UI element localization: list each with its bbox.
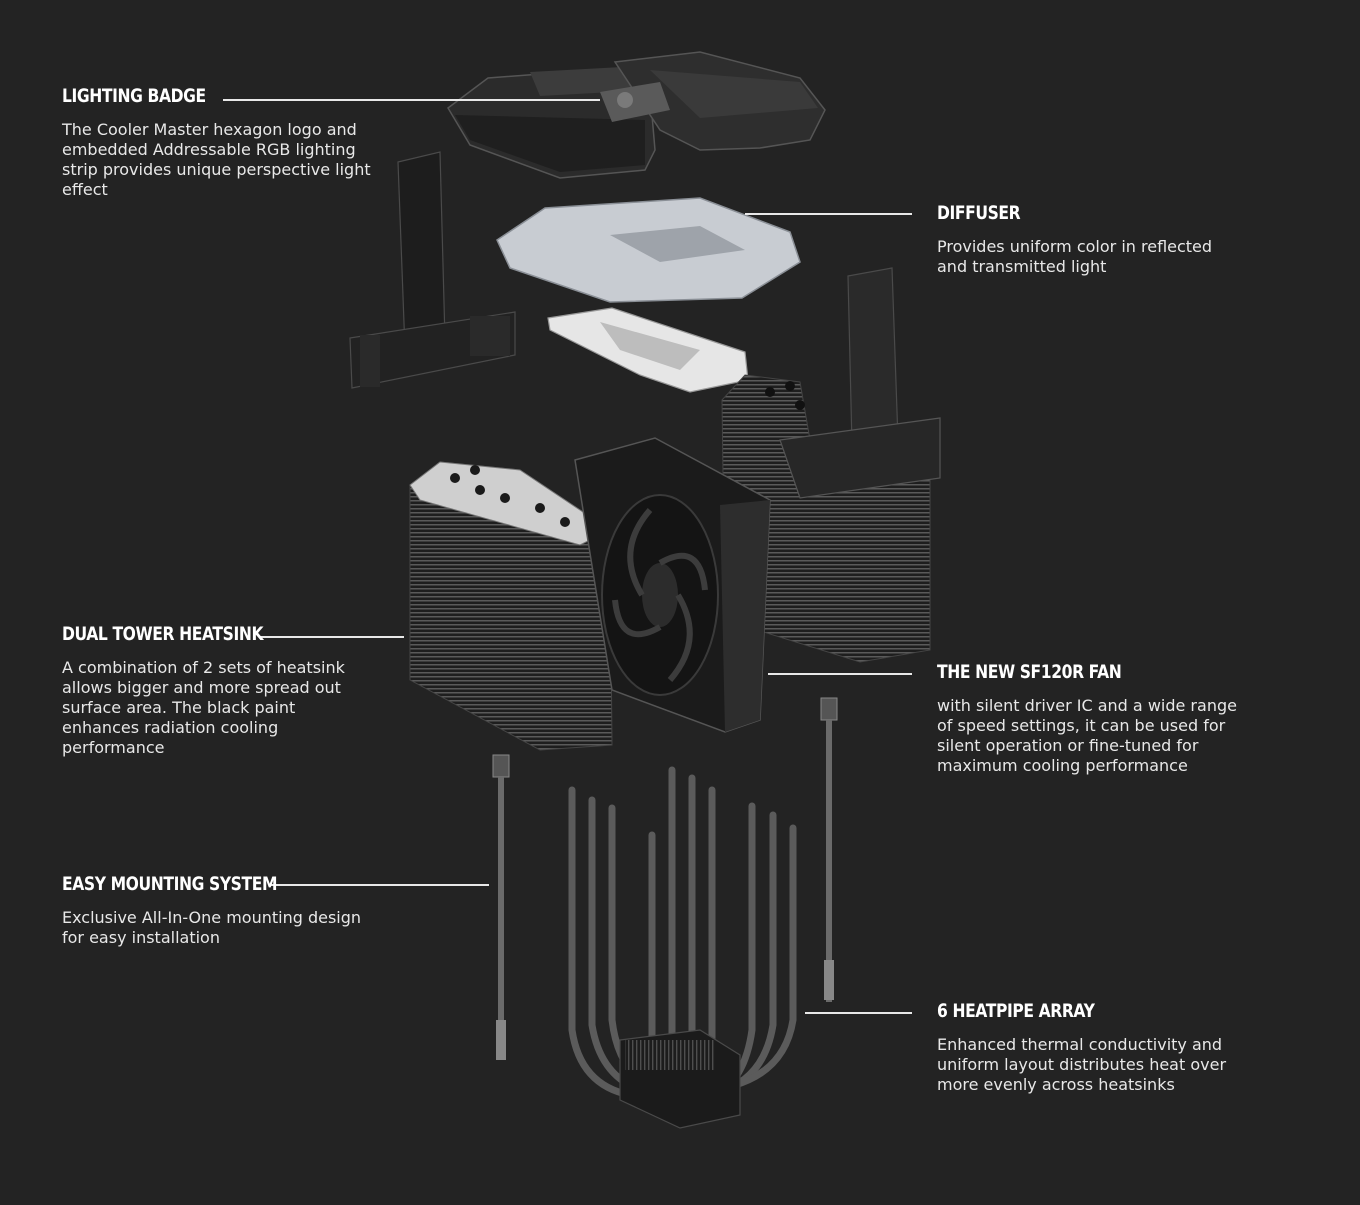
dual-tower-heatsink-title: DUAL TOWER HEATSINK <box>62 623 264 645</box>
mounting-screw-right-part <box>820 697 838 1002</box>
dual-tower-heatsink-description: A combination of 2 sets of heatsink allo… <box>62 658 345 757</box>
dual-tower-heatsink-leader-line <box>260 636 404 638</box>
rear-heatsink-part <box>721 267 941 663</box>
dual-tower-heatsink-callout: DUAL TOWER HEATSINK A combination of 2 s… <box>62 622 362 758</box>
lighting-badge-title: LIGHTING BADGE <box>62 85 206 107</box>
heatpipe-array-part <box>568 766 797 1099</box>
diffuser-title: DIFFUSER <box>937 202 1021 224</box>
easy-mounting-title: EASY MOUNTING SYSTEM <box>62 873 278 895</box>
sf120r-fan-callout: THE NEW SF120R FAN with silent driver IC… <box>937 660 1247 776</box>
diffuser-description: Provides uniform color in reflected and … <box>937 237 1213 276</box>
diffuser-leader-line <box>745 213 912 215</box>
top-cover-part <box>447 51 826 179</box>
heatpipe-array-leader-line <box>805 1012 912 1014</box>
lighting-badge-leader-line <box>223 99 600 101</box>
cold-plate-part <box>619 1029 741 1129</box>
sf120r-fan-leader-line <box>768 673 912 675</box>
easy-mounting-callout: EASY MOUNTING SYSTEM Exclusive All-In-On… <box>62 872 372 948</box>
heatpipe-array-description: Enhanced thermal conductivity and unifor… <box>937 1035 1227 1094</box>
side-bracket-part <box>349 151 516 389</box>
mounting-screw-left-part <box>492 754 510 1060</box>
easy-mounting-description: Exclusive All-In-One mounting design for… <box>62 908 362 947</box>
heatpipe-array-callout: 6 HEATPIPE ARRAY Enhanced thermal conduc… <box>937 999 1237 1095</box>
sf120r-fan-title: THE NEW SF120R FAN <box>937 661 1122 683</box>
lighting-badge-callout: LIGHTING BADGE The Cooler Master hexagon… <box>62 84 372 200</box>
front-heatsink-part <box>409 461 613 751</box>
easy-mounting-leader-line <box>271 884 489 886</box>
diffuser-part <box>496 197 801 393</box>
diffuser-callout: DIFFUSER Provides uniform color in refle… <box>937 201 1237 277</box>
lighting-badge-description: The Cooler Master hexagon logo and embed… <box>62 120 371 199</box>
sf120r-fan-part <box>574 437 771 733</box>
heatpipe-array-title: 6 HEATPIPE ARRAY <box>937 1000 1095 1022</box>
sf120r-fan-description: with silent driver IC and a wide range o… <box>937 696 1237 775</box>
